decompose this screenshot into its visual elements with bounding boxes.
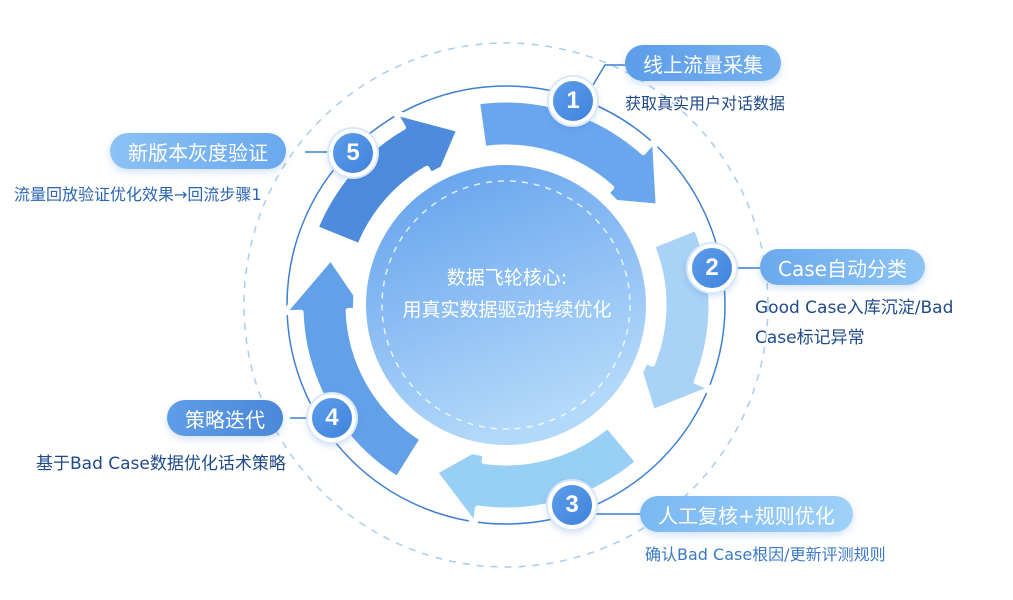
center-line-2: 用真实数据驱动持续优化 xyxy=(402,299,612,321)
step-4-title: 策略迭代 xyxy=(167,400,283,436)
step-5-title: 新版本灰度验证 xyxy=(110,133,286,169)
connector-1 xyxy=(589,64,625,91)
flywheel-arrow-5 xyxy=(313,110,462,249)
center-dashed-circle xyxy=(381,180,631,430)
step-2-title: Case自动分类 xyxy=(760,249,925,285)
step-5-badge: 5 xyxy=(329,129,377,177)
step-1-desc: 获取真实用户对话数据 xyxy=(625,94,786,113)
step-2-desc-line-1: Good Case入库沉淀/Bad xyxy=(755,298,954,318)
outer-thin-circle xyxy=(286,85,726,525)
step-3-title: 人工复核+规则优化 xyxy=(640,496,853,532)
step-4-badge: 4 xyxy=(308,394,356,442)
center-caption: 数据飞轮核心: 用真实数据驱动持续优化 xyxy=(357,262,657,326)
step-2-badge: 2 xyxy=(688,244,736,292)
flywheel-arrow-4 xyxy=(281,255,425,482)
outer-dashed-circle xyxy=(243,42,769,568)
step-2-desc-line-2: Case标记异常 xyxy=(755,328,865,348)
step-5-desc: 流量回放验证优化效果→回流步骤1 xyxy=(14,185,262,204)
center-line-1: 数据飞轮核心: xyxy=(446,267,568,289)
center-disk xyxy=(366,165,646,445)
step-4-desc: 基于Bad Case数据优化话术策略 xyxy=(36,454,286,474)
flywheel-arrow-3 xyxy=(432,423,641,528)
step-1-title: 线上流量采集 xyxy=(625,45,781,81)
step-3-desc: 确认Bad Case根因/更新评测规则 xyxy=(645,545,886,564)
step-3-badge: 3 xyxy=(548,481,596,529)
step-1-badge: 1 xyxy=(549,77,597,125)
flywheel-arrow-1 xyxy=(475,97,661,209)
